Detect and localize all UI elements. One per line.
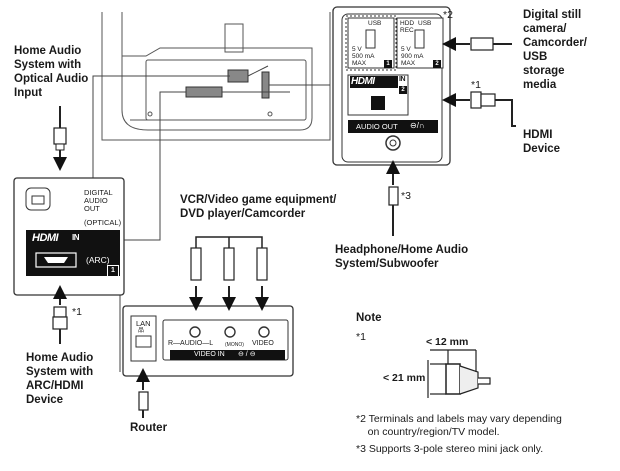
arc-label: (ARC): [86, 255, 110, 265]
digital-audio-out-label: DIGITAL AUDIO OUT: [84, 188, 113, 213]
note-star3-text: *3 Supports 3-pole stereo mini jack only…: [356, 443, 544, 455]
usb2-number: 2: [433, 60, 441, 68]
note-plug-sketch: [427, 349, 491, 398]
r-audio-l-label: R—AUDIO—L: [168, 340, 214, 347]
headphone-label: Headphone/Home Audio System/Subwoofer: [335, 244, 469, 270]
right-hdmi-number: 2: [399, 86, 407, 94]
note-21mm-label: < 21 mm: [383, 372, 426, 384]
router-label: Router: [130, 422, 168, 434]
note-title: Note: [356, 312, 382, 324]
usb-connector: [442, 37, 512, 51]
note-12mm-label: < 12 mm: [426, 336, 469, 348]
star3-marker: *3: [401, 190, 411, 202]
lan-cable: [136, 368, 150, 418]
left-port-number: 1: [107, 265, 119, 277]
usb1-number: 1: [384, 60, 392, 68]
right-hdmi-logo: HDMI: [351, 76, 375, 87]
star1-hdmi-device: *1: [471, 79, 481, 91]
tv-terminal-block: [185, 86, 223, 98]
right-hdmi-logo-bg: [350, 76, 398, 88]
home-audio-optical-label: Home Audio System with Optical Audio Inp…: [14, 45, 89, 99]
usb2-spec: 5 V 900 mA MAX: [401, 46, 424, 67]
vcr-label: VCR/Video game equipment/ DVD player/Cam…: [180, 194, 337, 220]
note-star2-text: *2 Terminals and labels may vary dependi…: [356, 413, 562, 438]
tv-back-outline: [101, 12, 331, 141]
composite-cables: [189, 236, 269, 311]
tv-terminal-block: [227, 69, 249, 83]
optical-label: (OPTICAL): [84, 218, 122, 227]
digital-camera-label: Digital still camera/ Camcorder/ USB sto…: [523, 9, 587, 91]
lan-label: LAN: [136, 319, 151, 328]
left-hdmi-in-label: IN: [72, 233, 80, 242]
headphone-jack-cable: [386, 160, 400, 236]
right-hdmi-in-label: IN: [399, 76, 406, 83]
lan-network-icon: 品: [138, 328, 145, 334]
video-in-label: VIDEO IN: [194, 351, 225, 358]
usb2-title: HDD REC: [400, 20, 415, 34]
usb1-title: USB: [368, 20, 382, 27]
arc-hdmi-cable: [52, 285, 68, 344]
note-star1: *1: [356, 331, 366, 343]
star1-arc-cable: *1: [72, 306, 82, 318]
tv-terminal-block: [261, 71, 270, 99]
video-in-icons: ⊖ / ⊖: [238, 351, 256, 358]
usb2-usb-label: USB: [418, 20, 432, 27]
headphone-icon: ⊖/∩: [410, 121, 425, 130]
hdmi-device-label: HDMI Device: [523, 129, 561, 155]
hdmi-connector-right: [442, 91, 516, 127]
usb1-spec: 5 V 500 mA MAX: [352, 46, 375, 67]
video-label: VIDEO: [252, 340, 274, 347]
optical-cable: [53, 106, 67, 171]
audio-out-label: AUDIO OUT: [356, 122, 398, 131]
left-hdmi-logo: HDMI: [32, 232, 59, 244]
home-audio-arc-label: Home Audio System with ARC/HDMI Device: [26, 352, 94, 406]
star2-marker: *2: [443, 9, 453, 21]
mono-label: (MONO): [225, 342, 244, 348]
